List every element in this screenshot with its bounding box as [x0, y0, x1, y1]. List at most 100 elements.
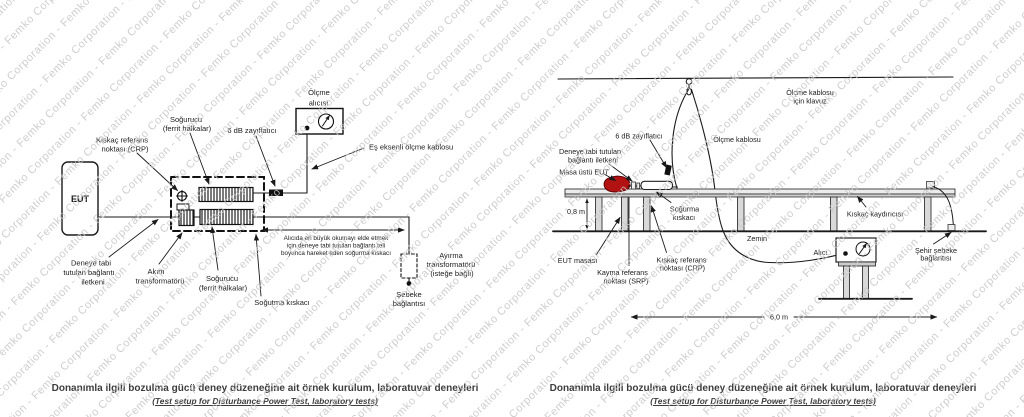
test-lead-leader	[108, 219, 159, 258]
table-leg	[924, 196, 932, 232]
absorbing-clamp-device	[640, 180, 674, 191]
test-lead-leader-r	[608, 163, 633, 182]
mains-label-2: bağlantısı	[393, 299, 426, 308]
table-leg	[737, 196, 745, 232]
clamp-leader	[253, 233, 262, 297]
absorbing-clamp-outline	[170, 176, 265, 232]
mains-cord-box	[926, 181, 935, 189]
absorber-bottom-label-2: (ferrit halkalar)	[199, 284, 248, 293]
eut-box	[61, 161, 99, 236]
ferrite-rings-top	[198, 186, 254, 203]
attenuator-label-r: 6 dB zayıflatıcı	[615, 132, 662, 141]
table-leg	[595, 196, 603, 232]
receiver-stand-leg	[843, 265, 850, 299]
city-mains-label-2: bağlantısı	[920, 254, 951, 263]
lead-plug	[631, 181, 636, 190]
test-lead-label-r: Deneye tabi tutulan	[559, 147, 621, 156]
crp-cross-icon	[175, 189, 189, 203]
right-diagram: Ölçme kablosu için klavuz 6 dB zayıflatı…	[552, 76, 987, 322]
absorber-top-label-2: (ferrit halkalar)	[163, 124, 212, 133]
crp-label-2: noktası (CRP)	[101, 145, 149, 154]
caption-left-subtitle: (Test setup for Disturbance Power Test, …	[152, 396, 378, 406]
crp-leader	[136, 152, 178, 191]
cable-connector-dot	[304, 125, 310, 131]
clamp-leader-r	[655, 191, 672, 203]
movement-note: Alıcıda en büyük okumayı elde etmek	[284, 235, 390, 242]
mains-label: Şebeke	[396, 290, 421, 299]
table-leg	[621, 196, 629, 232]
right-labels: Ölçme kablosu için klavuz 6 dB zayıflatı…	[558, 88, 957, 322]
crp-label-r: Kıskaç referans	[657, 256, 707, 265]
slider-leader	[857, 195, 867, 208]
eut-table-label: EUT masası	[558, 256, 597, 265]
receiver-label-r: Alıcı	[814, 248, 828, 257]
attenuator-label: 6 dB zayıflatıcı	[227, 126, 276, 135]
ct-label-2: transformatörü	[136, 277, 185, 286]
coax-leader	[311, 147, 365, 170]
clamp-label-r2: kıskacı	[673, 213, 695, 222]
city-mains-leader	[933, 232, 952, 245]
isolation-transformer-box	[400, 253, 418, 279]
attenuator-6db	[269, 189, 283, 196]
mains-cord	[932, 186, 954, 229]
caption-right: Donanımla ilgili bozulma gücü deney düze…	[514, 383, 1012, 406]
caption-left: Donanımla ilgili bozulma gücü deney düze…	[14, 383, 516, 406]
test-lead-label-r2: bağlantı iletkeni	[568, 156, 618, 165]
iso-transformer-label: Ayırma	[439, 251, 463, 260]
receiver-needle-icon	[859, 243, 867, 254]
attenuator-leader	[255, 135, 276, 187]
left-labels: Kıskaç referans noktası (CRP) Soğurucu (…	[63, 88, 475, 308]
movement-note-2: için deneye tabi tutulan bağlantı teli	[287, 243, 385, 250]
srp-label: Kayma referans	[597, 268, 648, 277]
test-lead-label: Deneye tabi	[71, 259, 111, 268]
measuring-cable-down	[690, 88, 845, 264]
eut-device	[603, 175, 631, 193]
test-lead-label-2: tutulan bağlantı	[63, 268, 114, 277]
table-top-edge	[564, 193, 956, 198]
cable-guide-label-2: için klavuz	[793, 97, 827, 106]
receiver-connector-dot	[843, 251, 848, 256]
clamp-label-r: Soğurma	[670, 205, 699, 214]
absorber-bottom-leader	[210, 226, 219, 271]
iso-transformer-label-2: transformatörü	[427, 260, 476, 269]
clamp-label: Soğutma kıskacı	[254, 298, 309, 307]
lead-plug-2	[636, 182, 640, 189]
city-mains-label: Şehir şebeke	[915, 246, 957, 255]
ct-label: Akım	[147, 267, 164, 276]
table-leg	[643, 196, 651, 232]
caption-right-subtitle: (Test setup for Disturbance Power Test, …	[650, 396, 876, 406]
ceiling-line	[557, 76, 954, 80]
measuring-cable-up	[671, 88, 690, 190]
mains-connector-dot	[406, 281, 412, 286]
table-leader	[596, 216, 621, 255]
iso-transformer-label-3: (isteğe bağlı)	[430, 269, 474, 278]
caption-left-title: Donanımla ilgili bozulma gücü deney düze…	[51, 383, 479, 394]
cable-guide-pulley-icon	[685, 78, 693, 85]
meter-needle-icon	[322, 115, 330, 127]
pulley-hook-icon	[686, 87, 692, 96]
length-label: 6,0 m	[770, 313, 788, 322]
ct-leader	[158, 232, 183, 265]
ground-label: Zemin	[747, 234, 767, 243]
left-leader-arrows	[108, 132, 365, 297]
movement-note-3: boyunca hareket eden soğurma kıskacı	[281, 250, 391, 257]
receiver-label: Ölçme	[308, 88, 330, 97]
eut-leader-r	[603, 173, 617, 181]
left-diagram: EUT	[61, 88, 475, 308]
cable-guide-label: Ölçme kablosu	[786, 88, 834, 97]
mains-socket	[947, 224, 956, 231]
coax-label: Eş eksenli ölçme kablosu	[369, 143, 453, 152]
ferrite-rings-bottom	[199, 208, 254, 226]
srp-label-2: noktası (SRP)	[604, 276, 649, 285]
absorber-top-leader	[189, 132, 210, 185]
current-transformer-cap	[176, 203, 190, 211]
crp-label-r2: noktası (CRP)	[660, 264, 705, 273]
slider-label: Kıskaç kaydırıcısı	[847, 210, 903, 219]
table-leg	[830, 196, 838, 232]
attenuator-leader-r	[649, 139, 667, 169]
eut-label: EUT	[71, 194, 90, 204]
receiver-stand-top	[838, 261, 876, 267]
crp-label: Kıskaç referans	[96, 136, 148, 145]
cable-label: Ölçme kablosu	[713, 135, 761, 144]
